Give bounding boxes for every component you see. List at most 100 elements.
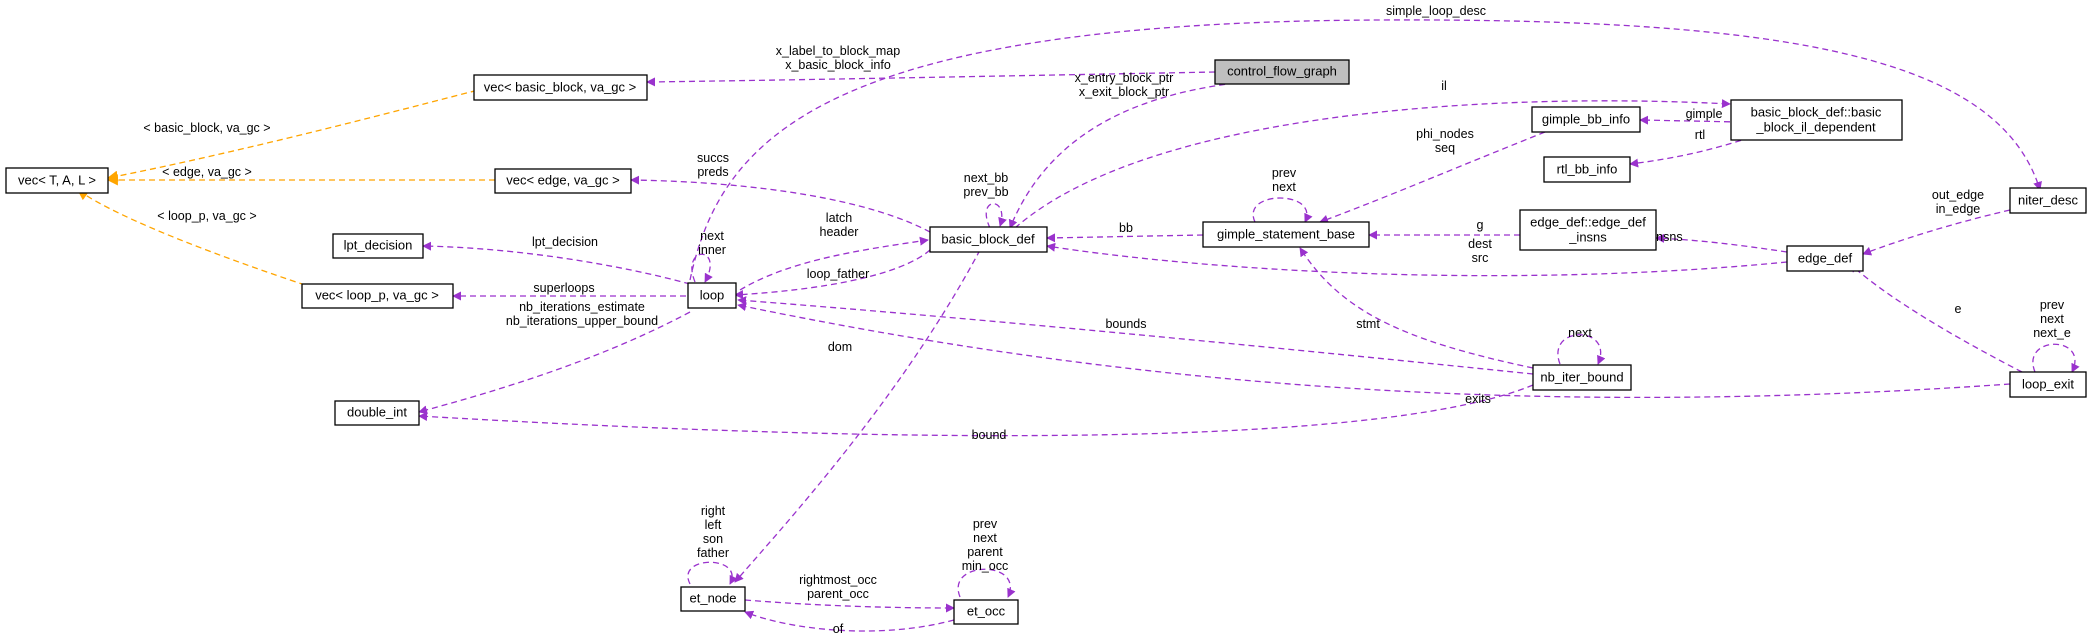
node-label: niter_desc	[2018, 192, 2078, 207]
label-right: right	[701, 504, 726, 518]
node-loop-exit[interactable]: loop_exit	[2009, 371, 2087, 398]
node-label: et_occ	[967, 603, 1006, 618]
node-vec-edge[interactable]: vec< edge, va_gc >	[494, 168, 632, 194]
edge-cfg-to-basic-block-def	[1008, 82, 1236, 229]
label-x-label-to-block-map: x_label_to_block_map	[776, 44, 900, 58]
node-vec-basic-block[interactable]: vec< basic_block, va_gc >	[473, 74, 648, 101]
node-rtl-bb-info[interactable]: rtl_bb_info	[1543, 156, 1631, 183]
node-label: loop_exit	[2022, 376, 2074, 391]
node-control-flow-graph[interactable]: control_flow_graph	[1214, 59, 1350, 85]
label-in-edge: in_edge	[1936, 202, 1981, 216]
label-nb-iterations-upper-bound: nb_iterations_upper_bound	[506, 314, 658, 328]
edge-gsb-to-bbdef	[1046, 233, 1204, 243]
node-vec-loop-p[interactable]: vec< loop_p, va_gc >	[301, 283, 454, 309]
node-label: vec< T, A, L >	[18, 172, 96, 187]
node-label: gimple_statement_base	[1217, 226, 1355, 241]
node-edge-def-insns[interactable]: edge_def::edge_def _insns	[1519, 209, 1657, 251]
edge-bbdef-to-et-node	[734, 249, 981, 583]
node-label: basic_block_def	[941, 231, 1035, 246]
label-of: of	[833, 622, 844, 636]
label-prev-bb: prev_bb	[963, 185, 1008, 199]
label-nb-iterations-estimate: nb_iterations_estimate	[519, 300, 645, 314]
label-next-exit: next	[2040, 312, 2064, 326]
node-lpt-decision[interactable]: lpt_decision	[332, 233, 424, 259]
edge-bbdef-to-vec-edge	[630, 175, 931, 233]
label-dom: dom	[828, 340, 852, 354]
node-label: et_node	[690, 590, 737, 605]
edge-et-node-to-et-occ	[744, 599, 955, 613]
node-label: control_flow_graph	[1227, 63, 1337, 78]
label-exits: exits	[1465, 392, 1491, 406]
label-dest: dest	[1468, 237, 1492, 251]
label-prev-occ: prev	[973, 517, 998, 531]
node-gimple-bb-info[interactable]: gimple_bb_info	[1531, 106, 1641, 133]
node-label: vec< basic_block, va_gc >	[484, 79, 636, 94]
node-label: gimple_bb_info	[1542, 111, 1630, 126]
node-label-line2: _block_il_dependent	[1755, 119, 1876, 134]
label-prev-gsb: prev	[1272, 166, 1297, 180]
node-nb-iter-bound[interactable]: nb_iter_bound	[1532, 364, 1632, 391]
node-et-node[interactable]: et_node	[680, 586, 746, 612]
node-basic-block-il-dependent[interactable]: basic_block_def::basic _block_il_depende…	[1730, 99, 1903, 141]
node-label: edge_def	[1798, 250, 1853, 265]
node-loop[interactable]: loop	[687, 282, 737, 309]
node-label: double_int	[347, 404, 407, 419]
node-edge-def[interactable]: edge_def	[1786, 245, 1864, 272]
label-next-nb: next	[1568, 326, 1592, 340]
label-simple-loop-desc: simple_loop_desc	[1386, 4, 1486, 18]
label-out-edge: out_edge	[1932, 188, 1984, 202]
edge-loop-exit-to-loop	[737, 302, 2011, 399]
label-next-e: next_e	[2033, 326, 2071, 340]
label-g: g	[1477, 218, 1484, 232]
edge-vec-basic-block-to-vec-tal	[106, 77, 526, 182]
label-edge-tpl: < edge, va_gc >	[162, 165, 252, 179]
edge-labels: simple_loop_desc x_label_to_block_map x_…	[143, 4, 2070, 636]
node-label-line1: edge_def::edge_def	[1530, 214, 1646, 229]
label-basic-block-tpl: < basic_block, va_gc >	[143, 121, 270, 135]
edge-loop-to-lpt-decision	[422, 241, 691, 285]
label-phi-nodes: phi_nodes	[1416, 127, 1474, 141]
label-min-occ: min_occ	[962, 559, 1009, 573]
label-stmt: stmt	[1356, 317, 1380, 331]
edge-nb-iter-bound-to-loop	[737, 296, 1534, 375]
node-double-int[interactable]: double_int	[334, 400, 420, 426]
node-basic-block-def[interactable]: basic_block_def	[929, 226, 1048, 253]
label-bb: bb	[1119, 221, 1133, 235]
node-niter-desc[interactable]: niter_desc	[2009, 187, 2087, 214]
label-rtl: rtl	[1695, 128, 1705, 142]
label-x-exit-block-ptr: x_exit_block_ptr	[1079, 85, 1169, 99]
node-label-line2: _insns	[1568, 229, 1607, 244]
node-label: vec< edge, va_gc >	[506, 172, 619, 187]
label-next-occ: next	[973, 531, 997, 545]
edge-vec-loop-p-to-vec-tal	[77, 189, 306, 286]
node-et-occ[interactable]: et_occ	[953, 599, 1019, 625]
label-bound: bound	[972, 428, 1007, 442]
label-succs: succs	[697, 151, 729, 165]
edge-loop-to-bbdef	[739, 236, 929, 291]
edge-cfg-to-vec-basic-block	[646, 71, 1216, 87]
label-left: left	[705, 518, 722, 532]
node-gimple-statement-base[interactable]: gimple_statement_base	[1202, 221, 1370, 248]
label-son: son	[703, 532, 723, 546]
label-insns: insns	[1653, 230, 1682, 244]
nodes: control_flow_graph vec< basic_block, va_…	[5, 59, 2087, 625]
node-vec-tal[interactable]: vec< T, A, L >	[5, 167, 109, 194]
node-label: rtl_bb_info	[1557, 161, 1618, 176]
edge-niter-to-edge-def	[1862, 209, 2011, 256]
edge-gsb-self	[1252, 197, 1313, 223]
label-preds: preds	[697, 165, 728, 179]
edge-nb-iter-bound-to-gsb	[1299, 247, 1534, 369]
label-parent: parent	[967, 545, 1003, 559]
label-src: src	[1472, 251, 1489, 265]
edge-loop-exit-self	[2032, 343, 2080, 373]
edge-il-to-gimple-bb-info	[1639, 115, 1741, 125]
label-x-basic-block-info: x_basic_block_info	[785, 58, 891, 72]
label-latch: latch	[826, 211, 852, 225]
label-e: e	[1955, 302, 1962, 316]
label-next-bb: next_bb	[964, 171, 1009, 185]
label-father: father	[697, 546, 729, 560]
edge-edge-def-to-bbdef	[1046, 242, 1788, 277]
label-superloops: superloops	[533, 281, 594, 295]
edge-gimple-bb-info-to-gsb	[1319, 131, 1546, 224]
